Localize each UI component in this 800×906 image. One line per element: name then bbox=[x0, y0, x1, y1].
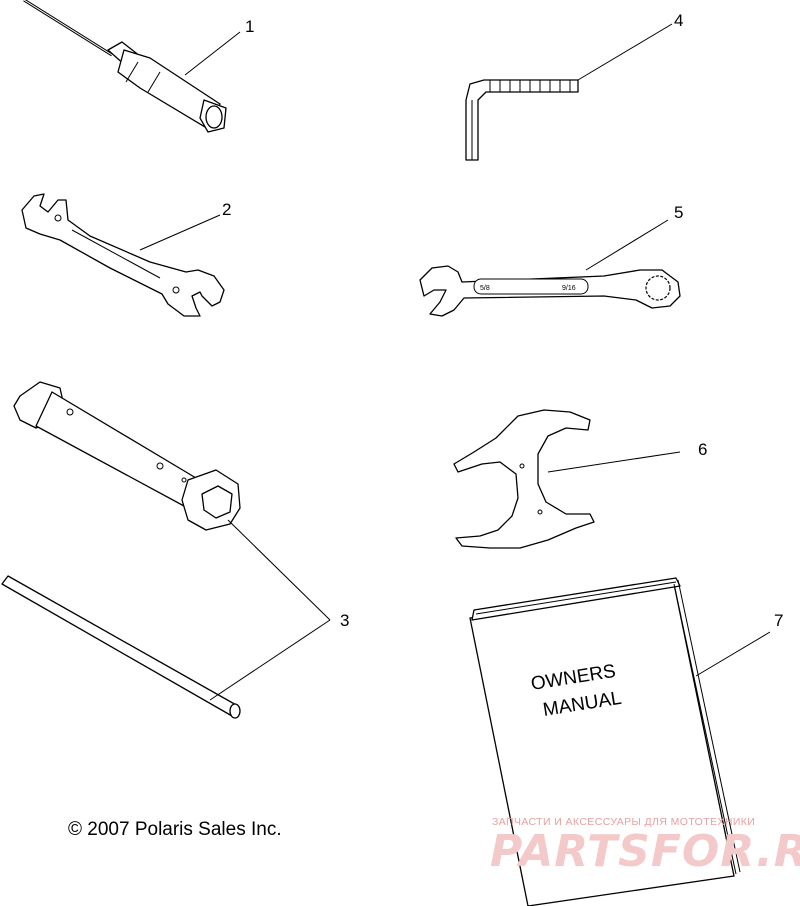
callout-4: 4 bbox=[674, 11, 683, 30]
tommy-bar-part bbox=[1, 575, 241, 719]
callout-2: 2 bbox=[222, 200, 231, 219]
watermark-tagline: ЗАПЧАСТИ И АКСЕССУАРЫ ДЛЯ МОТОТЕХНИКИ bbox=[492, 816, 755, 828]
combination-wrench-part bbox=[419, 265, 681, 317]
leader-1 bbox=[184, 31, 241, 76]
open-end-wrench-part bbox=[21, 193, 225, 317]
callout-3: 3 bbox=[340, 611, 349, 630]
leader-5 bbox=[585, 219, 669, 271]
callout-5: 5 bbox=[674, 203, 683, 222]
hex-key-part bbox=[465, 79, 579, 161]
leader-3b bbox=[209, 619, 331, 701]
screwdriver-part bbox=[23, 0, 227, 133]
leader-6 bbox=[547, 451, 681, 473]
leader-7 bbox=[695, 631, 771, 677]
copyright-notice: © 2007 Polaris Sales Inc. bbox=[68, 819, 282, 840]
leader-4 bbox=[577, 23, 673, 81]
watermark-brand: PARTSFOR.RU bbox=[490, 826, 800, 877]
socket-wrench-part bbox=[13, 381, 241, 531]
leader-2 bbox=[139, 214, 221, 251]
callout-7: 7 bbox=[774, 611, 783, 630]
wrench5-label-left: 5/8 bbox=[480, 285, 490, 292]
wrench5-label-right: 9/16 bbox=[562, 285, 576, 292]
callout-6: 6 bbox=[698, 440, 707, 459]
spanner-part bbox=[453, 409, 595, 549]
callout-1: 1 bbox=[245, 17, 254, 36]
owners-manual-part bbox=[469, 577, 741, 906]
leader-3a bbox=[227, 519, 331, 621]
